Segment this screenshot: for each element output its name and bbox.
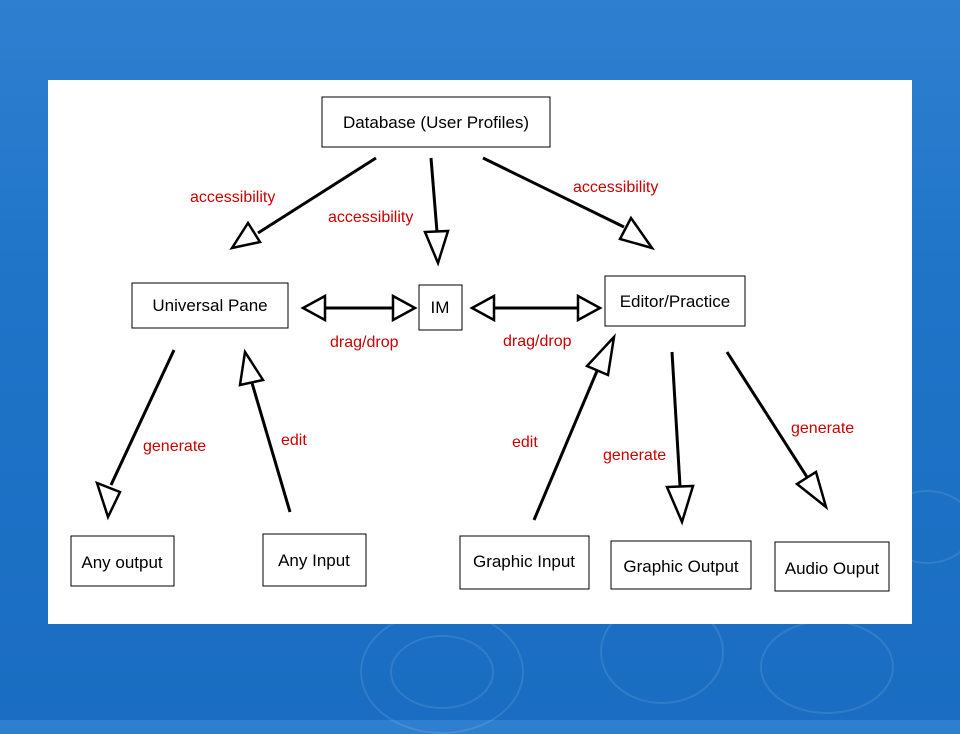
node-im: IM	[418, 284, 463, 331]
node-universal-pane: Universal Pane	[131, 282, 289, 329]
label-accessibility-center: accessibility	[328, 209, 413, 226]
edge-db-to-editor	[482, 156, 656, 251]
label-dragdrop-right: drag/drop	[503, 333, 572, 350]
edge-editor-to-audio-output	[725, 351, 829, 511]
ripple-decoration	[760, 620, 894, 714]
label-edit-right: edit	[512, 434, 538, 451]
edge-universal-pane-im	[300, 293, 418, 323]
diagram-canvas: accessibility accessibility accessibilit…	[70, 96, 890, 592]
node-im-label: IM	[431, 298, 450, 317]
node-any-input-label: Any Input	[278, 551, 350, 570]
node-graphic-input-label: Graphic Input	[473, 552, 575, 571]
node-any-input: Any Input	[262, 533, 367, 587]
edge-any-input-to-universal-pane	[238, 348, 292, 513]
edge-graphic-input-to-editor	[532, 333, 616, 521]
node-database-label: Database (User Profiles)	[343, 113, 529, 132]
edge-editor-to-graphic-output	[665, 351, 695, 526]
node-universal-pane-label: Universal Pane	[152, 296, 267, 315]
node-graphic-input: Graphic Input	[459, 535, 590, 590]
node-graphic-output-label: Graphic Output	[623, 557, 739, 576]
node-database: Database (User Profiles)	[321, 96, 551, 148]
node-any-output-label: Any output	[81, 553, 163, 572]
label-generate-left: generate	[143, 438, 206, 455]
node-any-output: Any output	[70, 535, 175, 587]
node-audio-output-label: Audio Ouput	[785, 559, 880, 578]
label-accessibility-left: accessibility	[190, 189, 275, 206]
ripple-decoration	[390, 635, 494, 709]
label-accessibility-right: accessibility	[573, 179, 658, 196]
edge-im-editor	[469, 293, 603, 323]
edge-db-to-universal-pane	[229, 156, 377, 250]
node-audio-output: Audio Ouput	[774, 541, 890, 592]
diagram-panel: accessibility accessibility accessibilit…	[48, 80, 912, 624]
label-dragdrop-left: drag/drop	[330, 334, 399, 351]
node-editor-practice: Editor/Practice	[604, 275, 746, 327]
label-generate-right: generate	[791, 420, 854, 437]
label-edit-left: edit	[281, 432, 307, 449]
edge-universal-pane-to-any-output	[94, 349, 176, 521]
node-graphic-output: Graphic Output	[610, 540, 752, 590]
node-editor-practice-label: Editor/Practice	[620, 292, 731, 311]
label-generate-middle: generate	[603, 447, 666, 464]
edge-db-to-im	[423, 157, 450, 267]
